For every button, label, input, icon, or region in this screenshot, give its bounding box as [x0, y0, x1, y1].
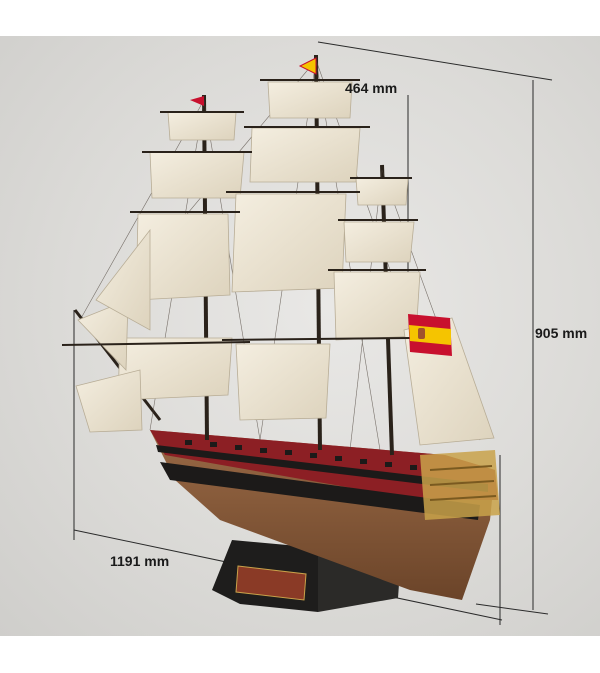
spanish-flag — [408, 314, 452, 356]
width-dimension-line — [317, 41, 553, 81]
width-dimension-label: 464 mm — [345, 80, 398, 96]
ship-hull — [150, 430, 500, 600]
sails — [75, 81, 495, 446]
dimension-lines — [73, 41, 553, 625]
height-base-tick — [475, 603, 549, 615]
display-stand — [212, 540, 400, 612]
height-dimension-label: 905 mm — [535, 325, 588, 341]
top-pennant-flag — [298, 57, 317, 75]
fore-pennant-flag — [190, 96, 204, 106]
yards — [61, 79, 426, 346]
length-dimension-label: 1191 mm — [110, 553, 170, 569]
